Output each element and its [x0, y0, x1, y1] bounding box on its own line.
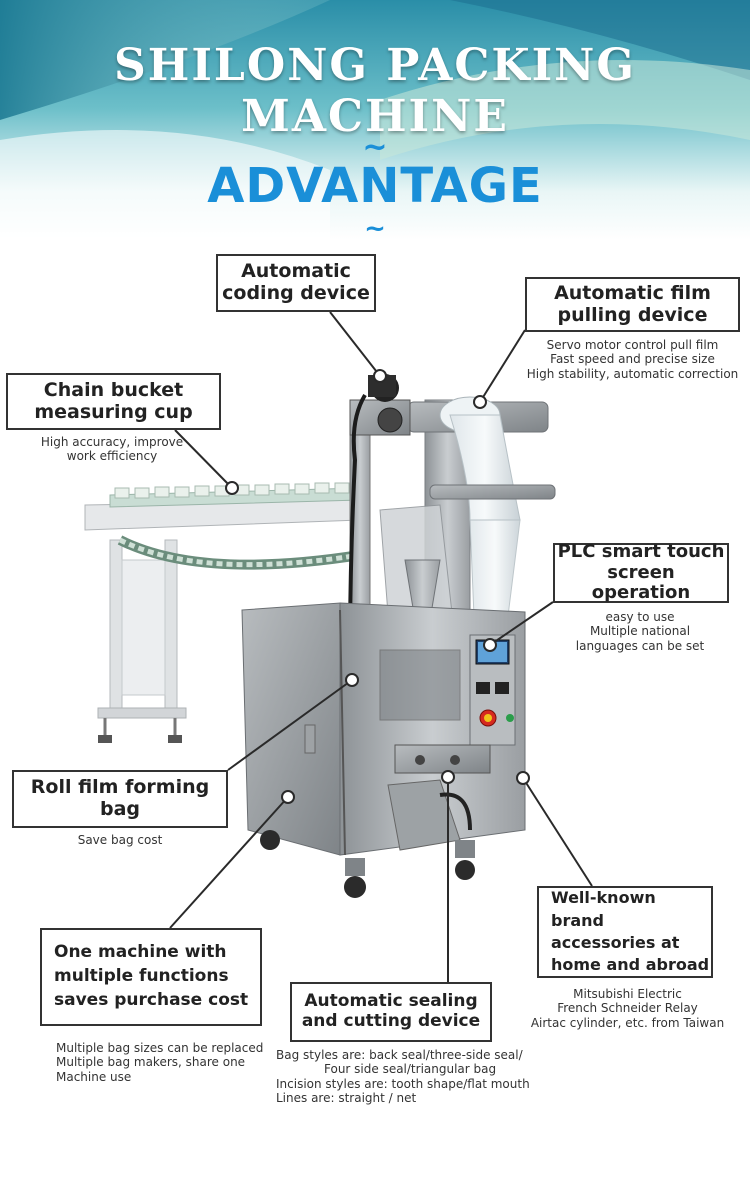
feature-desc-line: Mitsubishi Electric [573, 987, 682, 1001]
feature-desc-sealing-cutting: Bag styles are: back seal/three-side sea… [276, 1048, 530, 1106]
sealing-jaws [387, 744, 491, 851]
feature-title-plc-touch-screen: PLC smart touch screen operation [553, 541, 729, 603]
feature-desc-multiple-functions: Multiple bag sizes can be replaced Multi… [56, 1041, 266, 1084]
header-background [0, 0, 750, 240]
feature-desc-chain-bucket: High accuracy, improve work efficiency [12, 435, 212, 464]
caster-wheels [260, 830, 475, 898]
feature-desc-line: work efficiency [66, 449, 158, 464]
chain-bucket-conveyor [84, 482, 361, 570]
feature-desc-roll-film: Save bag cost [12, 833, 228, 847]
feature-desc-line: easy to use [605, 610, 675, 624]
film-roll [407, 396, 556, 641]
feature-title-multiple-functions: One machine with multiple functions save… [40, 928, 262, 1026]
feature-desc-line: Servo motor control pull film [546, 338, 719, 352]
feature-desc-line: Incision styles are: tooth shape/flat mo… [276, 1076, 530, 1091]
feature-desc-film-pulling: Servo motor control pull film Fast speed… [520, 338, 745, 381]
feature-title-film-pulling: Automatic film pulling device [525, 277, 740, 332]
feature-desc-line: High accuracy, improve [40, 435, 184, 449]
feature-title-sealing-cutting: Automatic sealing and cutting device [290, 982, 492, 1042]
feature-title-roll-film: Roll film forming bag [12, 770, 228, 828]
feature-desc-line: Multiple bag makers, share one [56, 1055, 246, 1070]
feature-desc-line: Fast speed and precise size [550, 352, 715, 367]
feature-desc-plc-touch-screen: easy to use Multiple national languages … [555, 610, 725, 653]
conveyor-stand [97, 539, 187, 743]
control-panel [469, 634, 516, 746]
tilde-decoration-bottom: ~ [364, 214, 386, 244]
page-title: SHILONG PACKING MACHINE [114, 40, 636, 142]
feature-desc-line: Save bag cost [77, 833, 163, 847]
feature-desc-line: languages can be set [575, 638, 705, 653]
feature-desc-line: Multiple bag sizes can be replaced [56, 1041, 264, 1055]
tilde-decoration-top: ~ [362, 130, 388, 165]
feature-title-coding-device: Automatic coding device [216, 254, 376, 312]
section-heading: ADVANTAGE [207, 158, 543, 214]
feature-desc-line: Machine use [56, 1069, 132, 1084]
feature-desc-brand-accessories: Mitsubishi Electric French Schneider Rel… [530, 987, 725, 1030]
feature-desc-line: Airtac cylinder, etc. from Taiwan [530, 1015, 725, 1030]
feature-title-brand-accessories: Well-known brand accessories at home and… [537, 886, 713, 978]
feature-desc-line: Multiple national [589, 624, 691, 639]
feature-desc-line: Lines are: straight / net [276, 1091, 417, 1106]
feature-desc-line: Four side seal/triangular bag [324, 1062, 497, 1077]
feature-desc-line: High stability, automatic correction [526, 366, 739, 381]
feature-title-chain-bucket: Chain bucket measuring cup [6, 373, 221, 430]
feature-desc-line: French Schneider Relay [557, 1001, 698, 1016]
feature-desc-line: Bag styles are: back seal/three-side sea… [276, 1048, 523, 1062]
